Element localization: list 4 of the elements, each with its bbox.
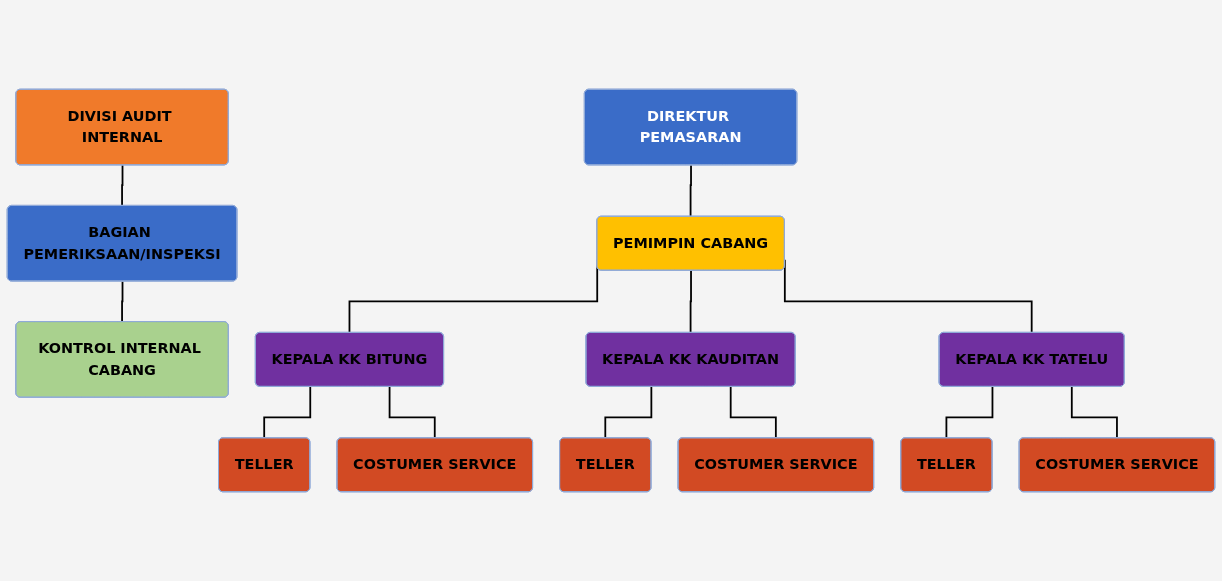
connector [689, 164, 692, 218]
connector [121, 164, 124, 207]
connector [689, 269, 692, 334]
connector [121, 280, 124, 323]
